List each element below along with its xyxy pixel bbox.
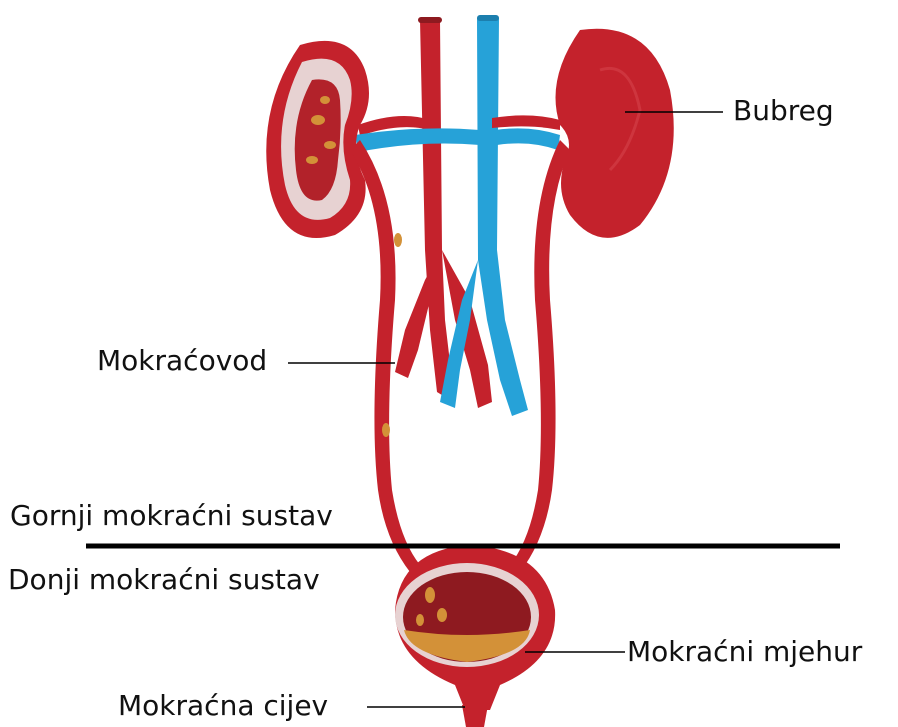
label-ureter: Mokraćovod	[97, 347, 267, 375]
label-upper-urinary-tract: Gornji mokraćni sustav	[10, 502, 333, 530]
label-bladder: Mokraćni mjehur	[627, 638, 862, 666]
renal-vessels	[355, 115, 560, 152]
bladder	[395, 545, 555, 727]
label-urethra: Mokraćna cijev	[118, 692, 328, 720]
right-ureter	[510, 140, 570, 572]
label-kidney: Bubreg	[733, 97, 834, 125]
right-kidney	[556, 29, 674, 238]
label-lower-urinary-tract: Donji mokraćni sustav	[8, 566, 320, 594]
left-kidney	[266, 41, 369, 238]
